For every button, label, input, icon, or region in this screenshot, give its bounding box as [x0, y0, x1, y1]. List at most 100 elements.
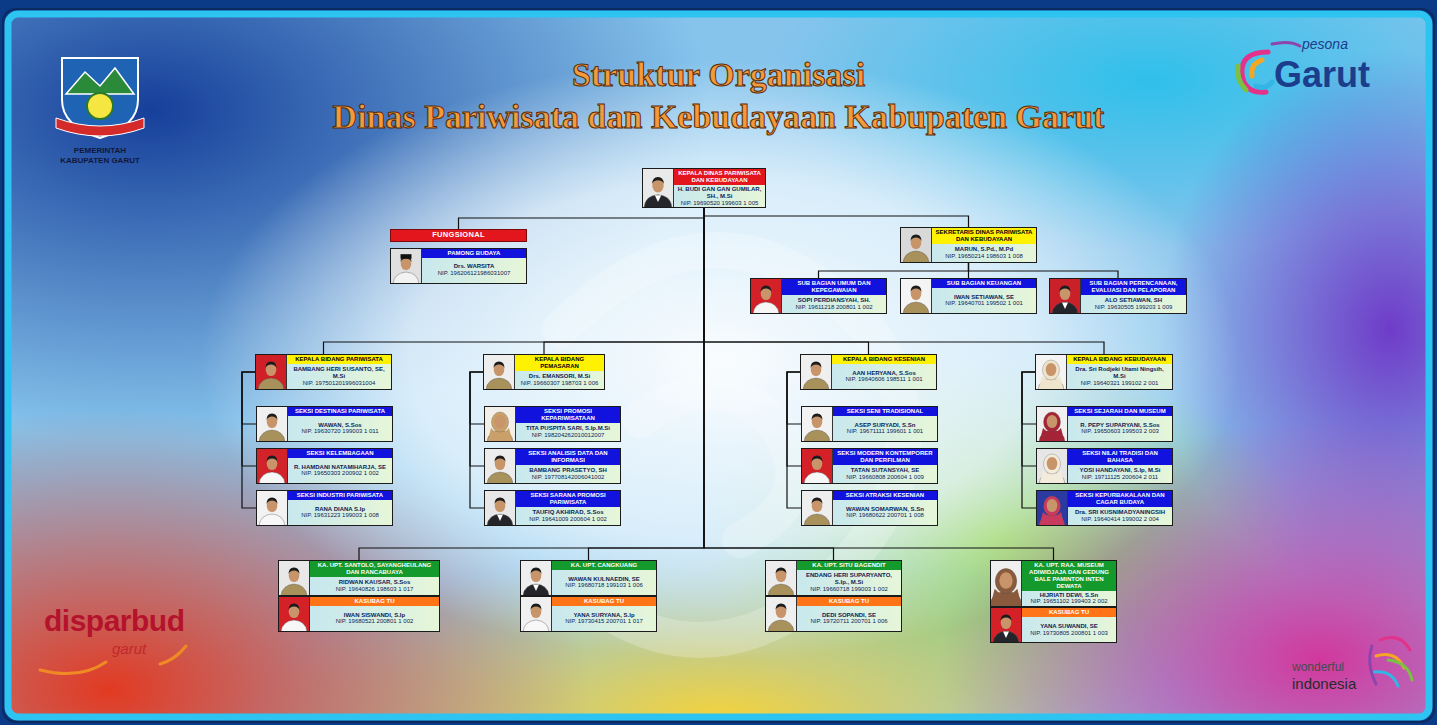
nip-number: NIP. 19690520 199603 1 005 [676, 200, 763, 207]
org-box: SEKRETARIS DINAS PARIWISATA DAN KEBUDAYA… [900, 227, 1037, 263]
logo-word: wonderful [1292, 660, 1344, 674]
header-bar: SEKSI MODERN KONTEMPORER DAN PERFILMAN [833, 449, 937, 465]
info-panel: TAUFIQ AKHIRAD, S.SosNIP. 19641009 20060… [516, 507, 620, 525]
org-box: SEKSI SARANA PROMOSI PARIWISATATAUFIQ AK… [484, 490, 621, 526]
connector-line [324, 208, 705, 354]
portrait-figure [802, 449, 832, 483]
org-box: KASUBAG TUDEDI SOPANDI, SENIP. 19720711 … [765, 596, 902, 632]
person-name: ASEP SURYADI, S.Sn [835, 422, 935, 429]
connector-line [470, 372, 484, 508]
header-bar: PAMONG BUDAYA [422, 249, 526, 258]
portrait-photo [391, 249, 422, 283]
portrait-photo [521, 561, 552, 595]
person-name: BAMBANG HERI SUSANTO, SE, M.Si [289, 366, 389, 380]
header-bar: SEKSI ANALISIS DATA DAN INFORMASI [516, 449, 620, 465]
header-bar: KEPALA BIDANG KEBUDAYAAN [1067, 355, 1172, 364]
header-bar: SUB BAGIAN UMUM DAN KEPEGAWAIAN [782, 279, 886, 295]
logo-word: disparbud [44, 604, 185, 638]
box-heading: SEKSI PROMOSI KEPARIWISATAAN [518, 408, 618, 422]
person-name: DEDI SOPANDI, SE [799, 612, 899, 619]
portrait-figure [1037, 407, 1067, 441]
person-name: TATAN SUTANSYAH, SE [835, 467, 935, 474]
info-panel: Drs. EMANSORI, M.SiNIP. 19660307 198703 … [515, 371, 604, 389]
connector-line [1022, 372, 1036, 508]
nip-number: NIP. 19660307 198703 1 006 [517, 380, 602, 387]
header-bar: SEKSI NILAI TRADISI DAN BAHASA [1068, 449, 1172, 465]
org-box: KA. UPT. CANGKUANG WAWAN KULNAEDIN, SENIP… [520, 560, 657, 596]
header-bar: KA. UPT. RAA. MUSEUM ADIWIDJAJA DAN GEDU… [1022, 561, 1116, 591]
info-panel: SOPI PERDIANSYAH, SH.NIP. 19611218 20080… [782, 295, 886, 313]
box-heading: SEKSI NILAI TRADISI DAN BAHASA [1070, 450, 1170, 464]
info-panel: TATAN SUTANSYAH, SENIP. 19660808 200604 … [833, 465, 937, 483]
connector-line [704, 208, 834, 560]
nip-number: NIP. 19680521 200801 1 002 [312, 618, 437, 625]
connector-line [704, 208, 969, 227]
connector-line [704, 208, 1104, 354]
portrait-photo [802, 491, 833, 525]
header-bar: KEPALA BIDANG PEMASARAN [515, 355, 604, 371]
info-panel: WAWAN SOMARWAN, S.SnNIP. 19680622 200701… [833, 500, 937, 525]
header-bar: KA. UPT. CANGKUANG [552, 561, 656, 570]
org-box: KA. UPT. RAA. MUSEUM ADIWIDJAJA DAN GEDU… [990, 560, 1117, 607]
box-heading: SEKSI SARANA PROMOSI PARIWISATA [518, 492, 618, 506]
portrait-figure [257, 407, 287, 441]
nip-number: NIP. 198204262010012007 [518, 432, 618, 439]
org-box: SEKSI DESTINASI PARIWISATAWAWAN, S.SosNI… [256, 406, 393, 442]
portrait-photo [279, 597, 310, 631]
header-bar: SEKSI SARANA PROMOSI PARIWISATA [516, 491, 620, 507]
nip-number: NIP. 19641009 200604 1 002 [518, 516, 618, 523]
portrait-photo [991, 608, 1022, 642]
box-heading: SEKSI ATRAKSI KESENIAN [835, 492, 935, 499]
header-bar: SEKSI PROMOSI KEPARIWISATAAN [516, 407, 620, 423]
person-name: RANA DIANA S.Ip [290, 506, 390, 513]
portrait-photo [801, 355, 832, 389]
org-box: SEKSI PROMOSI KEPARIWISATAANTITA PUSPITA… [484, 406, 621, 442]
box-heading: KEPALA BIDANG KEBUDAYAAN [1069, 356, 1170, 363]
portrait-figure [485, 491, 515, 525]
org-box: SUB BAGIAN UMUM DAN KEPEGAWAIANSOPI PERD… [750, 278, 887, 314]
portrait-figure [801, 355, 831, 389]
portrait-photo [485, 449, 516, 483]
box-heading: SEKSI INDUSTRI PARIWISATA [290, 492, 390, 499]
header-bar: SEKRETARIS DINAS PARIWISATA DAN KEBUDAYA… [932, 228, 1036, 244]
logo-word: indonesia [1292, 675, 1356, 692]
portrait-figure [1050, 279, 1080, 313]
header-bar: SEKSI SEJARAH DAN MUSEUM [1068, 407, 1172, 416]
info-panel: AAN HERYANA, S.SosNIP. 19640606 198511 1… [832, 364, 936, 389]
header-band: FUNGSIONAL [390, 229, 527, 242]
nip-number: NIP. 19630720 199003 1 011 [290, 428, 390, 435]
portrait-figure [1037, 491, 1067, 525]
person-name: H. BUDI GAN GAN GUMILAR, SH., M.Si [676, 186, 763, 200]
nip-number: NIP. 19680622 200701 1 008 [835, 512, 935, 519]
info-panel: MARUN, S.Pd., M.PdNIP. 19650214 198603 1… [932, 244, 1036, 262]
connector-line [470, 372, 484, 424]
logo-word: pesona [1302, 36, 1348, 52]
info-panel: RANA DIANA S.IpNIP. 19631223 199003 1 00… [288, 500, 392, 525]
portrait-photo [766, 561, 797, 595]
portrait-photo [1037, 449, 1068, 483]
portrait-photo [257, 449, 288, 483]
portrait-figure [901, 279, 931, 313]
person-name: WAWAN KULNAEDIN, SE [554, 576, 654, 583]
portrait-photo [991, 561, 1022, 606]
portrait-photo [802, 407, 833, 441]
person-name: RIDWAN KAUSAR, S.Sos [312, 579, 437, 586]
nip-number: NIP. 19680718 199103 1 006 [554, 582, 654, 589]
person-name: BAMBANG PRASETYO, SH [518, 467, 618, 474]
org-box: SEKSI MODERN KONTEMPORER DAN PERFILMANTA… [801, 448, 938, 484]
portrait-figure [991, 608, 1021, 642]
logo-word: Garut [1274, 54, 1370, 96]
header-bar: SUB BAGIAN KEUANGAN [932, 279, 1036, 288]
chart-subtitle: Dinas Pariwisata dan Kebudayaan Kabupate… [0, 98, 1437, 136]
nip-number: NIP. 197708142006041002 [518, 474, 618, 481]
box-heading: KA. UPT. SANTOLO, SAYANGHEULANG DAN RANC… [312, 562, 437, 576]
portrait-figure [484, 355, 514, 389]
person-name: HIJRIATI DEWI, S.Sn [1024, 592, 1114, 599]
portrait-photo [901, 228, 932, 262]
person-name: TAUFIQ AKHIRAD, S.Sos [518, 509, 618, 516]
header-bar: KA. UPT. SITU BAGENDIT [797, 561, 901, 570]
header-bar: SEKSI ATRAKSI KESENIAN [833, 491, 937, 500]
org-box: KA. UPT. SANTOLO, SAYANGHEULANG DAN RANC… [278, 560, 440, 596]
box-heading: PAMONG BUDAYA [424, 250, 524, 257]
header-bar: KASUBAG TU [797, 597, 901, 606]
